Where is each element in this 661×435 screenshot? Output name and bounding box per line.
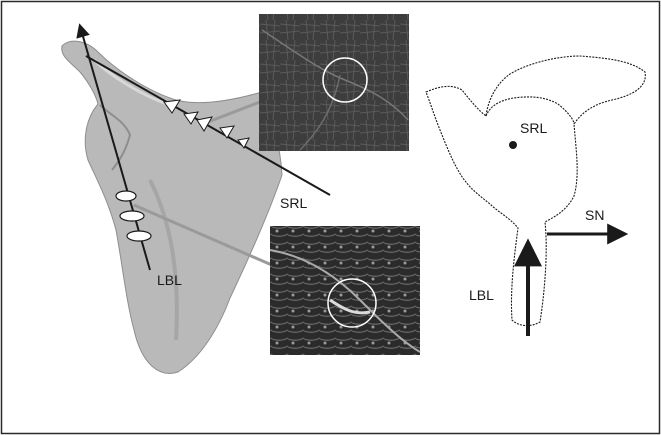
label-lbl-main: LBL	[157, 272, 182, 288]
label-srl-main: SRL	[280, 195, 307, 211]
micrograph-bottom	[270, 226, 420, 355]
label-srl-outline: SRL	[520, 120, 547, 136]
micrograph-top	[259, 14, 409, 151]
ellipse-marker-icon	[116, 191, 136, 201]
label-lbl-outline: LBL	[469, 287, 494, 303]
ellipse-marker-icon	[120, 211, 144, 221]
srl-point-icon	[509, 141, 517, 149]
ellipse-marker-icon	[127, 231, 151, 241]
label-sn: SN	[585, 207, 604, 223]
